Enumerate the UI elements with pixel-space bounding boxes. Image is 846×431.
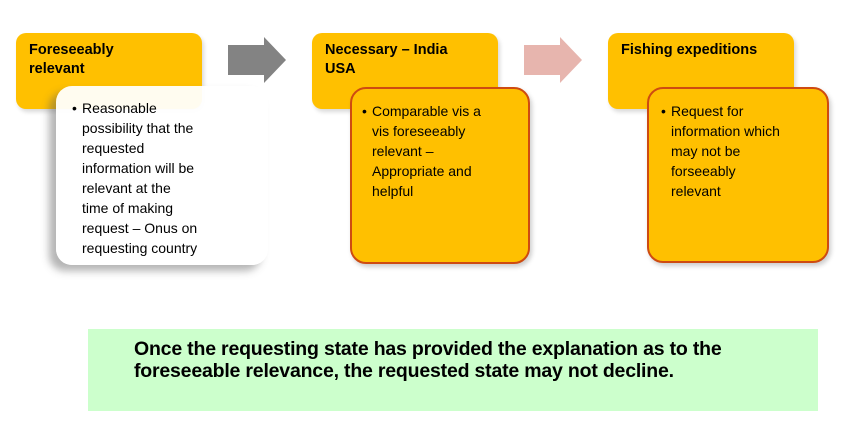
body-text-fishing-expeditions: Request for information which may not be… — [671, 103, 780, 199]
gray-right-arrow-shape — [228, 37, 286, 83]
pink-right-arrow-icon — [524, 37, 582, 83]
bullet-marker: • — [661, 103, 666, 119]
gray-right-arrow-icon — [228, 37, 286, 83]
conclusion-banner: Once the requesting state has provided t… — [88, 329, 818, 411]
bullet-marker: • — [362, 103, 367, 119]
bullet-marker: • — [72, 100, 77, 116]
pink-right-arrow-shape — [524, 37, 582, 83]
body-box-foreseeably-relevant: • Reasonable possibility that the reques… — [56, 86, 268, 265]
body-text-foreseeably-relevant: Reasonable possibility that the requeste… — [82, 100, 198, 256]
body-text-necessary-india-usa: Comparable vis a vis foreseeably relevan… — [372, 103, 481, 199]
body-box-fishing-expeditions: • Request for information which may not … — [647, 87, 829, 263]
body-box-necessary-india-usa: • Comparable vis a vis foreseeably relev… — [350, 87, 530, 264]
